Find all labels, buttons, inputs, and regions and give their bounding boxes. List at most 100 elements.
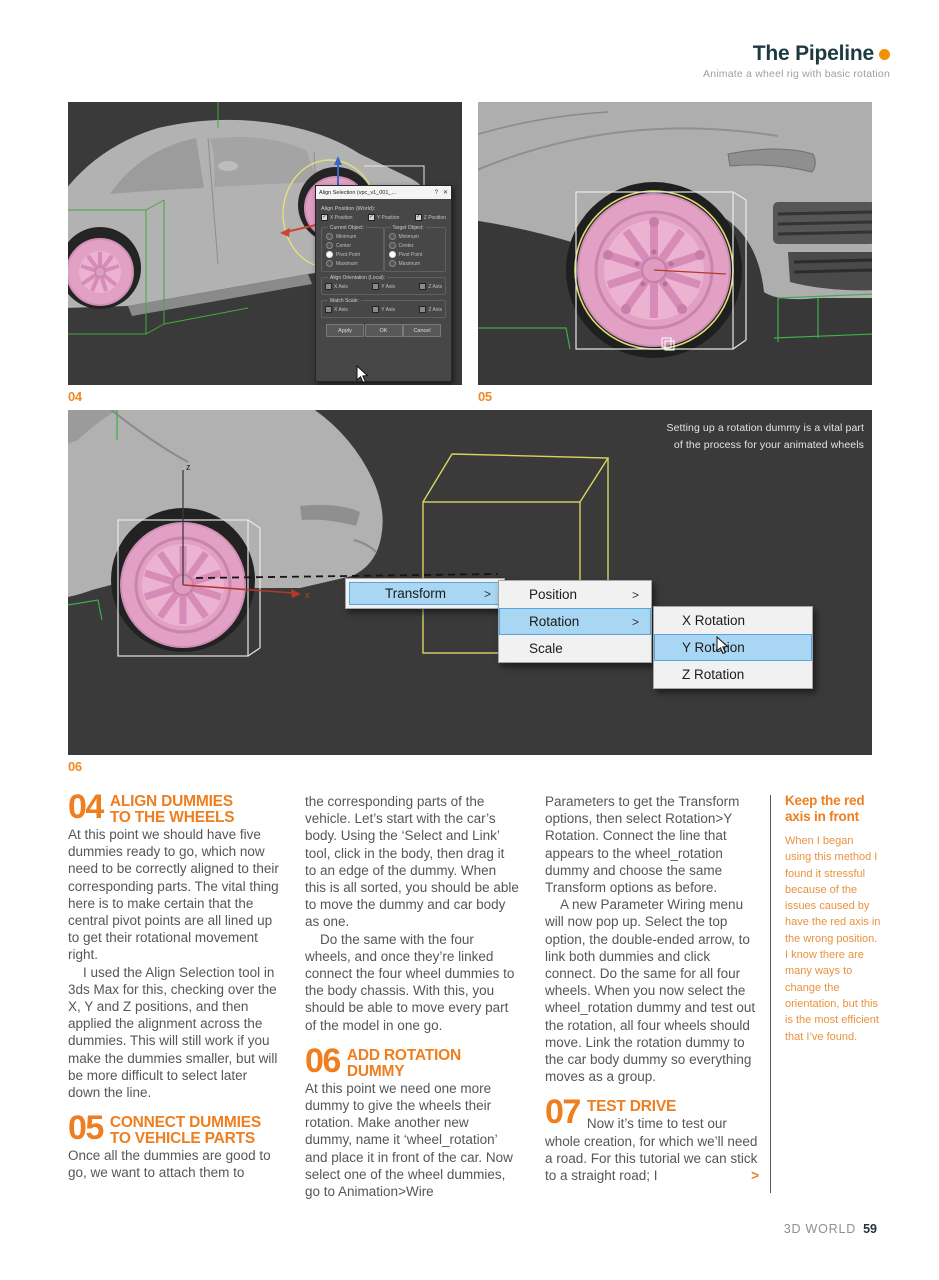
current-center-radio[interactable]: Center — [326, 241, 380, 250]
tip-sidebar: Keep the red axis in front When I began … — [785, 793, 882, 1045]
screenshot-fig04-viewport: Align Selection (vpc_v1_001_... ? ✕ Alig… — [68, 102, 462, 385]
current-maximum-radio[interactable]: Maximum — [326, 259, 380, 268]
step-number: 07 — [545, 1093, 581, 1132]
z-position-checkbox[interactable]: ✓Z Position — [414, 214, 446, 221]
green-dummy-wireframe — [478, 293, 872, 350]
page-header: The Pipeline Animate a wheel rig with ba… — [703, 42, 890, 80]
align-orientation-group: Align Orientation (Local): ✓X Axis ✓Y Ax… — [321, 275, 446, 295]
continuation-arrow-icon: > — [751, 1168, 759, 1184]
mouse-cursor-icon — [716, 636, 729, 655]
fig06-label: 06 — [68, 759, 82, 774]
step-number: 05 — [68, 1109, 104, 1148]
body-paragraph: At this point we need one more dummy to … — [305, 1080, 513, 1200]
body-paragraph: Parameters to get the Transform options,… — [545, 794, 740, 896]
step-title-line: ADD ROTATION DUMMY — [346, 1046, 461, 1080]
submenu-arrow-icon: > — [631, 614, 639, 629]
step-05: 05 CONNECT DUMMIES TO VEHICLE PARTS Once… — [68, 1109, 280, 1181]
scale-x-axis-checkbox[interactable]: ✓X Axis — [325, 306, 348, 313]
article-column-2: the corresponding parts of the vehicle. … — [305, 793, 519, 1200]
pink-wheel-left — [68, 238, 134, 306]
article-column-3: Parameters to get the Transform options,… — [545, 793, 759, 1184]
target-minimum-radio[interactable]: Minimum — [388, 232, 443, 241]
match-scale-group: Match Scale: ✓X Axis ✓Y Axis ✓Z Axis — [321, 298, 446, 318]
dialog-titlebar[interactable]: Align Selection (vpc_v1_001_... ? ✕ — [316, 186, 451, 199]
menu-item-transform[interactable]: Transform> — [349, 582, 501, 605]
align-position-label: Align Position (World): — [321, 206, 376, 212]
submenu-arrow-icon: > — [631, 587, 639, 602]
step-title-line: ALIGN DUMMIES — [109, 793, 233, 810]
body-paragraph: At this point we should have five dummie… — [68, 827, 279, 963]
current-pivot-point-radio[interactable]: Pivot Point — [326, 250, 380, 259]
scale-y-axis-checkbox[interactable]: ✓Y Axis — [372, 306, 395, 313]
step-06: 06 ADD ROTATION DUMMY At this point we n… — [305, 1041, 519, 1200]
body-paragraph: A new Parameter Wiring menu will now pop… — [545, 897, 756, 1085]
submenu-arrow-icon: > — [483, 586, 491, 601]
x-axis-label: x — [305, 590, 310, 600]
close-icon[interactable]: ✕ — [442, 190, 448, 196]
sidebar-title-line: Keep the red — [785, 793, 865, 808]
step-number: 04 — [68, 788, 104, 826]
body-paragraph: Now it’s time to test our whole creation… — [545, 1116, 759, 1184]
orientation-z-axis-checkbox[interactable]: ✓Z Axis — [419, 283, 442, 290]
page-footer: 3D WORLD 59 — [784, 1222, 877, 1236]
viewport-06-illustration: z x — [68, 410, 872, 755]
mouse-cursor-icon — [356, 365, 369, 384]
menu-item-position[interactable]: Position> — [529, 587, 639, 602]
orientation-x-axis-checkbox[interactable]: ✓X Axis — [325, 283, 348, 290]
scale-z-axis-checkbox[interactable]: ✓Z Axis — [419, 306, 442, 313]
context-menu-level2: Position> Rotation> Scale — [498, 580, 652, 663]
x-position-checkbox[interactable]: ✓X Position — [321, 214, 353, 221]
article-column-1: 04 ALIGN DUMMIES TO THE WHEELS At this p… — [68, 788, 280, 1182]
green-dummy-wireframe — [68, 102, 249, 335]
body-paragraph: Once all the dummies are good to go, we … — [68, 1148, 271, 1181]
fig05-label: 05 — [478, 389, 492, 404]
viewport-05-illustration — [478, 102, 872, 385]
green-dummy-wireframe — [68, 410, 118, 621]
target-maximum-radio[interactable]: Maximum — [388, 259, 443, 268]
sidebar-body: When I began using this method I found i… — [785, 835, 881, 1043]
z-axis-label: z — [186, 462, 191, 472]
menu-item-scale[interactable]: Scale — [529, 641, 563, 656]
context-menu-level1: Transform> — [345, 578, 505, 609]
section-title: The Pipeline — [752, 42, 874, 65]
pivot-point-icon — [661, 337, 675, 351]
section-subtitle: Animate a wheel rig with basic rotation — [703, 68, 890, 80]
step-title-line: TO THE WHEELS — [109, 809, 235, 826]
body-paragraph: Do the same with the four wheels, and on… — [305, 931, 515, 1033]
menu-item-rotation[interactable]: Rotation> — [499, 608, 651, 635]
current-object-group: Current Object: Minimum Center Pivot Poi… — [321, 225, 384, 272]
page-number: 59 — [863, 1222, 877, 1236]
target-object-group: Target Object: Minimum Center Pivot Poin… — [383, 225, 446, 272]
dialog-title: Align Selection (vpc_v1_001_... — [319, 189, 397, 196]
context-menu-level3: X Rotation Y Rotation Z Rotation — [653, 606, 813, 689]
step-title-line: CONNECT DUMMIES — [109, 1114, 261, 1132]
align-selection-dialog: Align Selection (vpc_v1_001_... ? ✕ Alig… — [315, 185, 452, 382]
target-pivot-point-radio[interactable]: Pivot Point — [388, 250, 443, 259]
body-paragraph: the corresponding parts of the vehicle. … — [305, 794, 519, 930]
screenshot-fig06-viewport: z x Setting up a rotation dummy is a vit… — [68, 410, 872, 755]
cancel-button[interactable]: Cancel — [403, 324, 441, 337]
step-number: 06 — [305, 1041, 341, 1080]
fig04-label: 04 — [68, 389, 82, 404]
y-position-checkbox[interactable]: ✓Y Position — [367, 214, 400, 221]
orange-dot-icon — [879, 48, 890, 60]
help-icon[interactable]: ? — [434, 189, 438, 196]
wire-dashed-line — [195, 573, 499, 579]
white-dummy-wireframe — [575, 191, 747, 350]
step-04: 04 ALIGN DUMMIES TO THE WHEELS At this p… — [68, 788, 280, 1101]
current-minimum-radio[interactable]: Minimum — [326, 232, 380, 241]
figure-caption: Setting up a rotation dummy is a vital p… — [666, 422, 864, 451]
column-divider — [770, 795, 771, 1193]
menu-item-x-rotation[interactable]: X Rotation — [682, 613, 746, 628]
apply-button[interactable]: Apply — [326, 324, 364, 337]
step-07: 07 TEST DRIVE Now it’s time to test our … — [545, 1093, 759, 1184]
menu-item-y-rotation[interactable]: Y Rotation — [654, 634, 812, 661]
target-center-radio[interactable]: Center — [388, 241, 443, 250]
step-title-line: TEST DRIVE — [586, 1098, 677, 1116]
step-title-line: TO VEHICLE PARTS — [109, 1130, 256, 1148]
ok-button[interactable]: OK — [364, 324, 403, 337]
screenshot-fig05-viewport — [478, 102, 872, 385]
orientation-y-axis-checkbox[interactable]: ✓Y Axis — [372, 283, 395, 290]
magazine-brand: 3D WORLD — [783, 1222, 857, 1236]
menu-item-z-rotation[interactable]: Z Rotation — [682, 667, 745, 682]
